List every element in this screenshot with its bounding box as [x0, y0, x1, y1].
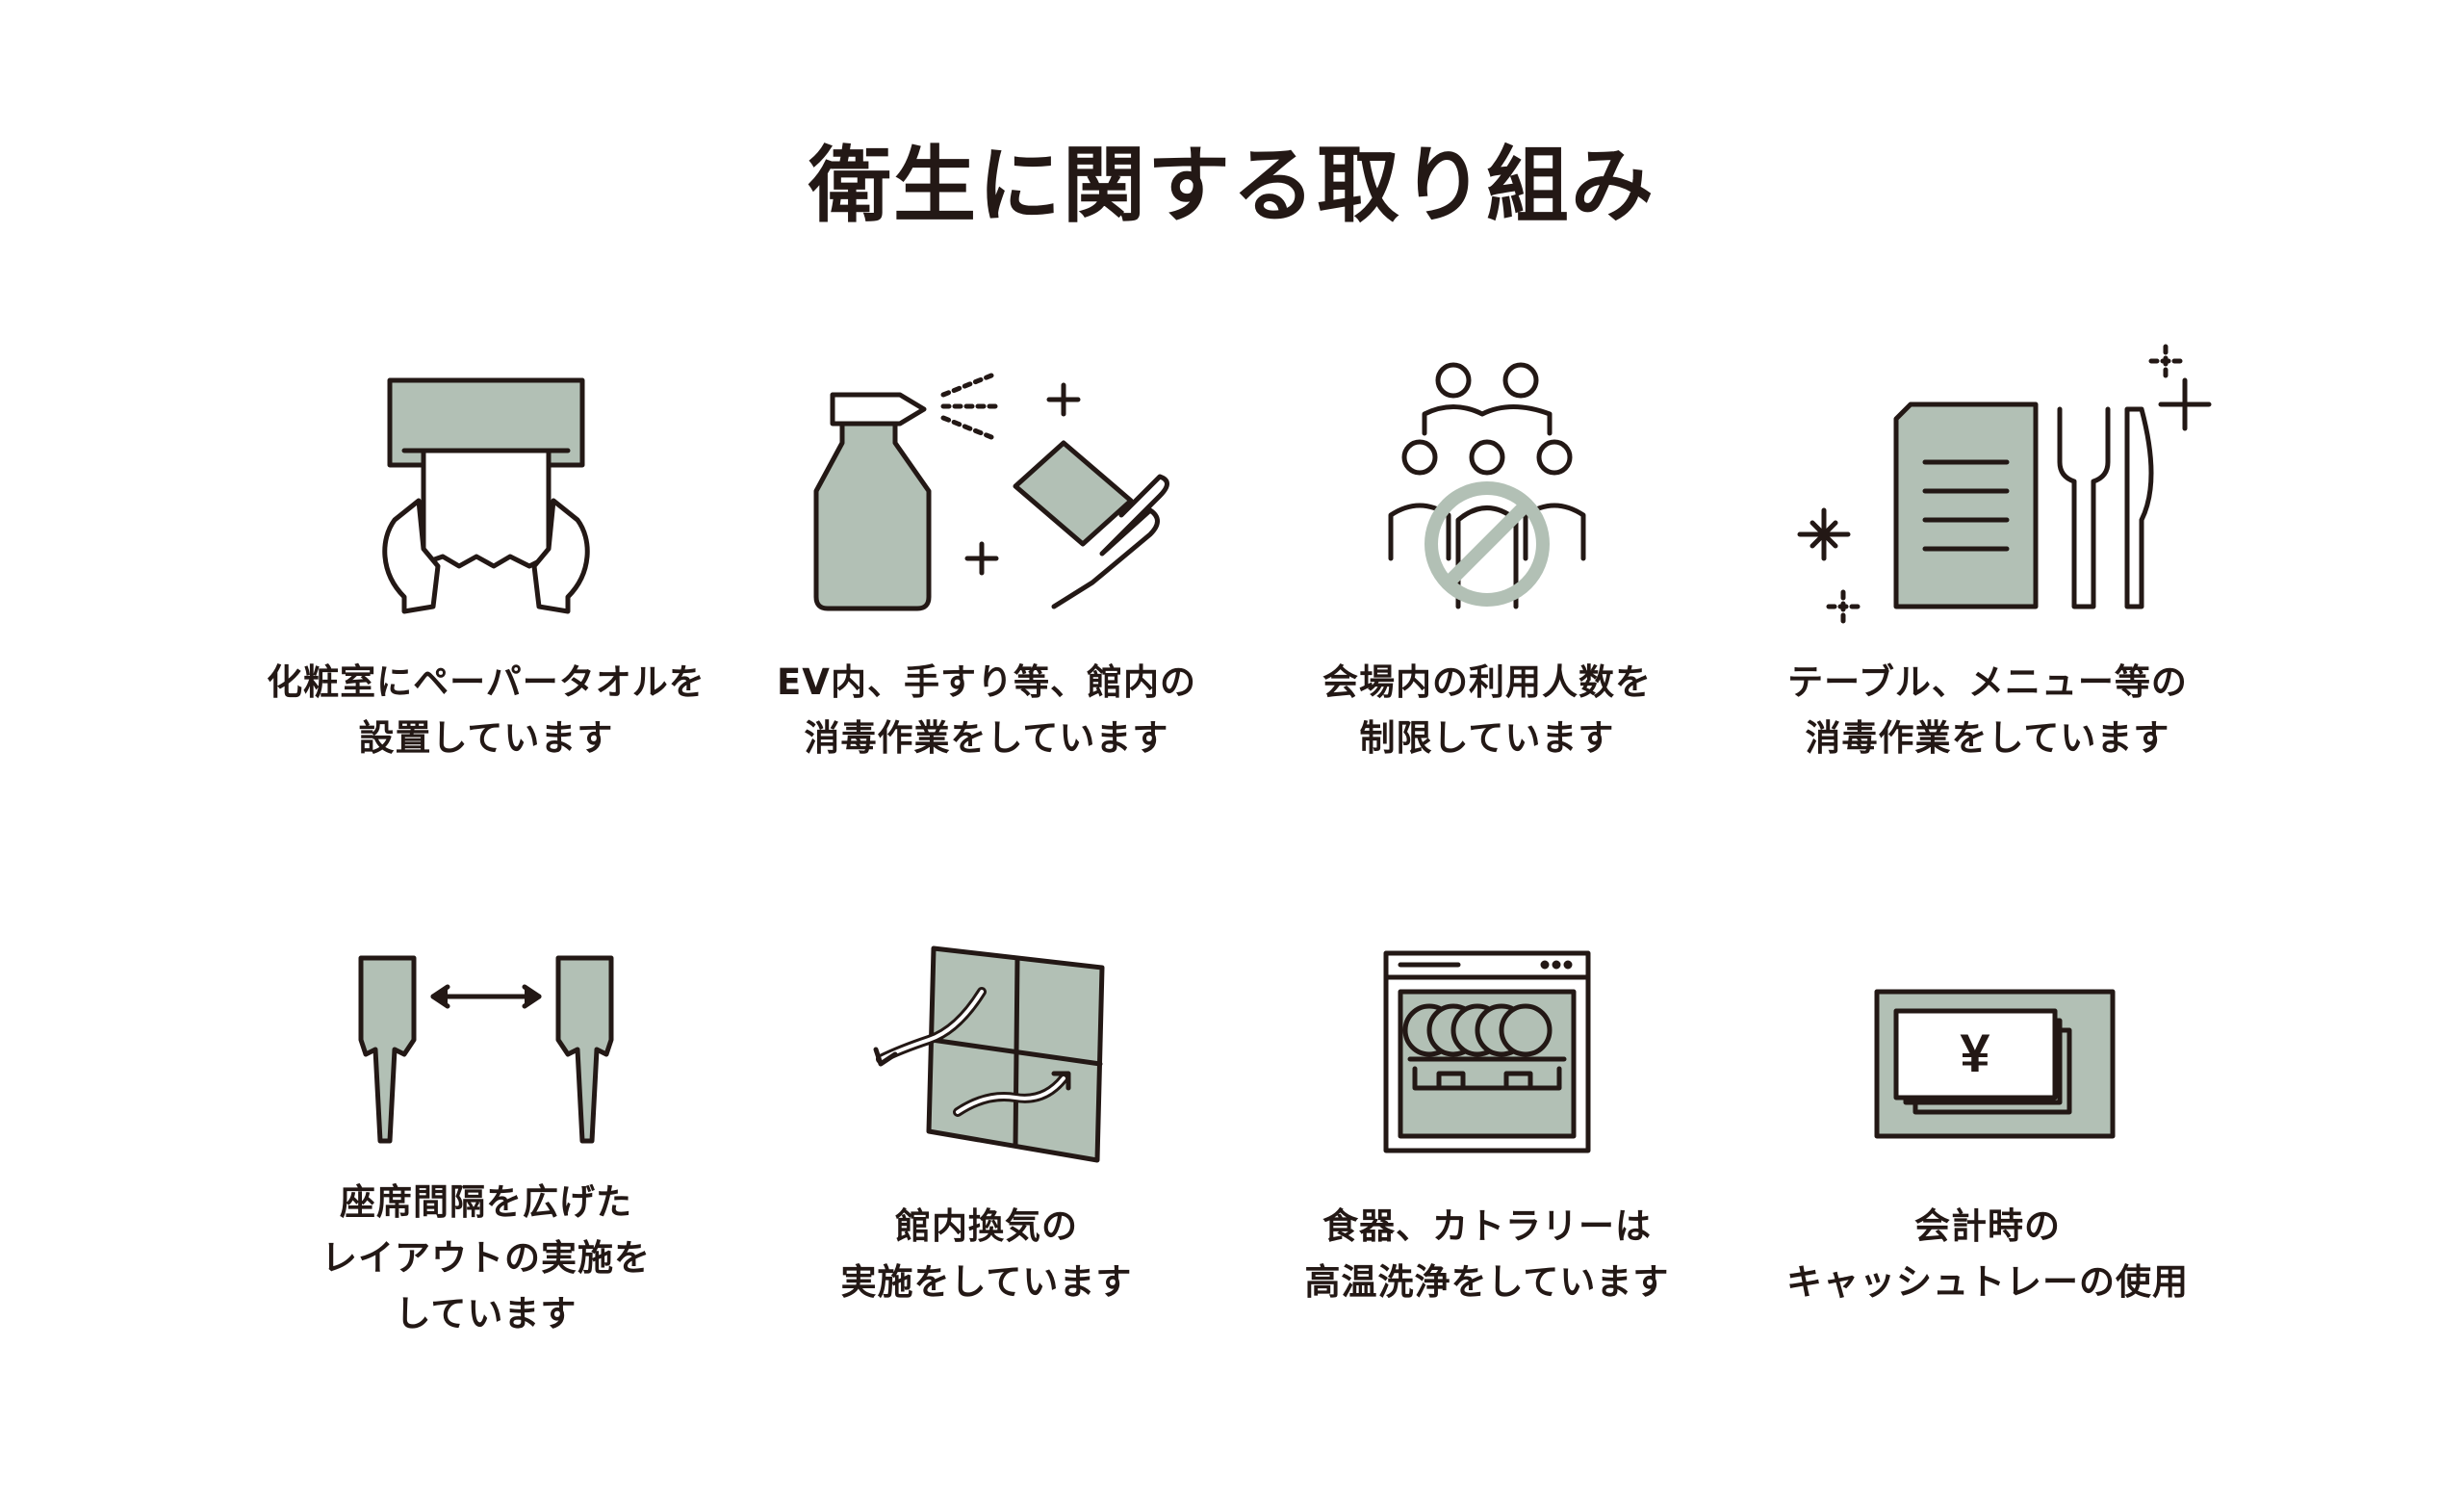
seat-spacing-icon	[236, 895, 736, 1184]
page-title: 衛生に関する取り組み	[808, 138, 1656, 234]
item-label: 会計時のキャッシュトレーの使用	[1786, 1205, 2189, 1303]
svg-text:¥: ¥	[1960, 1023, 1989, 1083]
disinfectant-spray-icon	[736, 337, 1237, 626]
item-label: 食器、カトラリーは高温洗浄をしています	[1304, 1205, 1670, 1303]
item-label: 座席間隔を広げたレイアウトの実施をしています	[321, 1181, 651, 1334]
paper-towel-dispenser-icon	[236, 337, 736, 626]
dishwasher-icon	[1237, 895, 1737, 1184]
window-ventilation-icon	[736, 895, 1237, 1184]
item-label: 館内換気の実施をしています	[840, 1205, 1133, 1303]
menu-cutlery-disinfect-icon	[1737, 337, 2238, 626]
crowd-limit-icon	[1237, 337, 1737, 626]
item-label: テーブル、メニュー等の消毒作業をしています	[1787, 661, 2188, 759]
item-label: 化粧室にペーパータオルを設置しています	[267, 661, 706, 759]
item-label: EV内、手すり等、館内の消毒作業をしています	[777, 661, 1196, 759]
item-label: 会場内の利用人数を制限しています	[1322, 661, 1652, 759]
cash-tray-icon: ¥	[1737, 895, 2238, 1184]
